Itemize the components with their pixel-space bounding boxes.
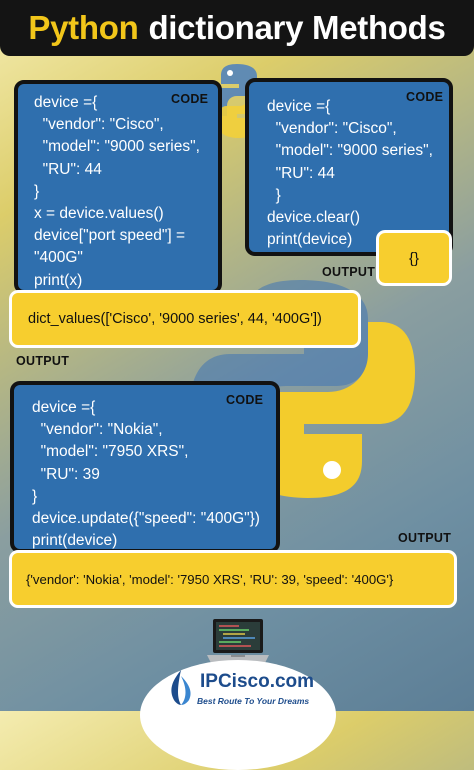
output-text-values: dict_values(['Cisco', '9000 series', 44,… xyxy=(28,311,322,327)
output-box-update: {'vendor': 'Nokia', 'model': '7950 XRS',… xyxy=(9,550,457,608)
output-label: OUTPUT xyxy=(16,354,70,368)
brand-name[interactable]: IPCisco.com xyxy=(200,671,315,692)
code-card-clear: device ={ "vendor": "Cisco", "model": "9… xyxy=(245,78,453,256)
code-block-clear: device ={ "vendor": "Cisco", "model": "9… xyxy=(267,98,433,249)
ipcisco-logo-icon xyxy=(171,670,191,705)
output-text-update: {'vendor': 'Nokia', 'model': '7950 XRS',… xyxy=(26,571,394,587)
page-title: Python dictionary Methods xyxy=(0,0,474,56)
code-label: CODE xyxy=(406,90,444,104)
brand-tagline: Best Route To Your Dreams xyxy=(197,696,310,706)
code-label: CODE xyxy=(171,92,209,106)
code-block-values: device ={ "vendor": "Cisco", "model": "9… xyxy=(34,94,200,289)
code-block-update: device ={ "vendor": "Nokia", "model": "7… xyxy=(32,399,260,550)
code-card-values: device ={ "vendor": "Cisco", "model": "9… xyxy=(14,80,222,294)
output-label: OUTPUT xyxy=(322,265,376,279)
output-label: OUTPUT xyxy=(398,531,452,545)
laptop-icon xyxy=(207,619,269,663)
title-text: dictionary Methods xyxy=(148,9,446,46)
code-label: CODE xyxy=(226,393,264,407)
output-box-clear: {} xyxy=(376,230,452,286)
title-keyword: Python xyxy=(28,9,139,46)
output-box-values: dict_values(['Cisco', '9000 series', 44,… xyxy=(9,290,361,348)
output-text-clear: {} xyxy=(408,249,420,267)
